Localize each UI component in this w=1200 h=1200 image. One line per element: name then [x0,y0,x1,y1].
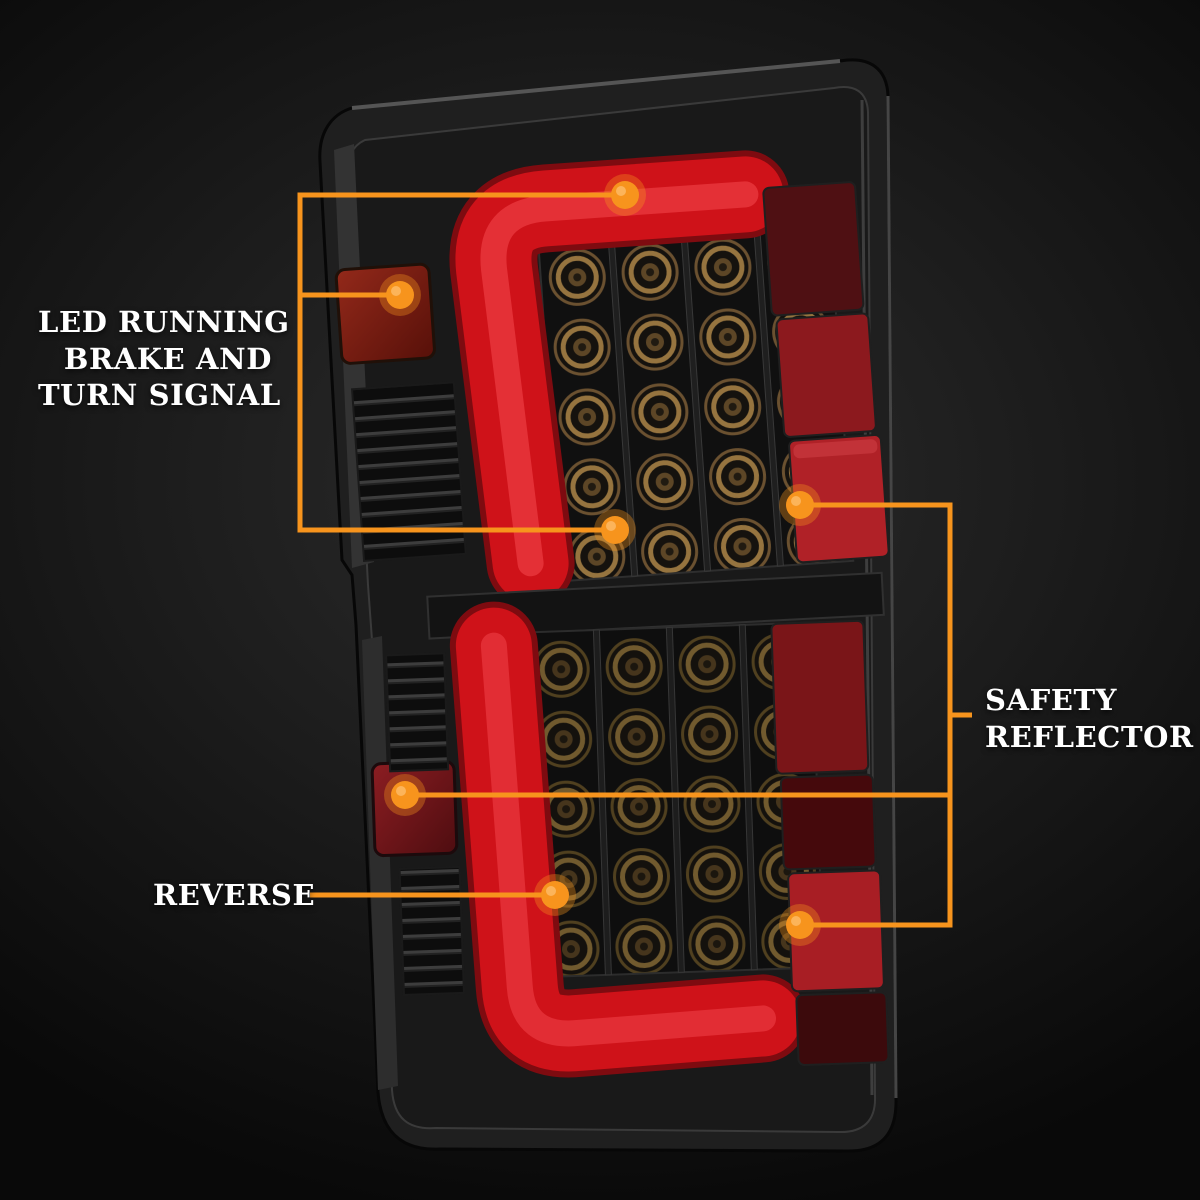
label-line: REFLECTOR [985,719,1194,754]
vent-fins-mid [385,652,450,773]
label-line: REVERSE [153,878,316,912]
red-light-bar-lower [449,601,808,1078]
callout-dot-reflector-side [384,774,426,816]
callout-dot-reflector-lower [779,904,821,946]
reflector-segments-lower [770,619,890,1067]
callout-dot-reverse [534,874,576,916]
housing-top-edge-highlight [351,59,841,110]
callout-dot-reflector-upper [779,484,821,526]
label-line: BRAKE AND [63,341,272,376]
callout-dot-running-lens [379,274,421,316]
reflector-segments-upper [762,181,890,564]
callout-label-safety-reflector: SAFETY REFLECTOR [985,682,1194,755]
label-line: TURN SIGNAL [38,378,281,413]
housing-right-edge-highlight [886,95,898,1099]
callout-label-reverse: REVERSE [153,877,316,914]
lamp-upper-section [334,150,890,608]
vent-fins-lower [398,865,465,996]
red-light-bar-upper [449,150,790,608]
label-line: SAFETY [985,683,1118,717]
lamp-mid-divider [426,571,885,640]
label-line: LED RUNNING [38,305,290,339]
callout-label-led-running-brake-turn: LED RUNNING BRAKE AND TURN SIGNAL [38,304,290,414]
callout-dot-running-top [604,174,646,216]
callout-lines-led-running [297,192,625,533]
lamp-lower-section [370,601,890,1078]
led-grid-lower-dividers [592,624,758,976]
left-mounting-flange-lower [362,636,398,1090]
vent-fins-upper [350,381,467,562]
side-lens-upper [334,262,436,365]
callout-dot-running-mid [594,509,636,551]
callout-lines-safety-reflector [405,502,972,928]
